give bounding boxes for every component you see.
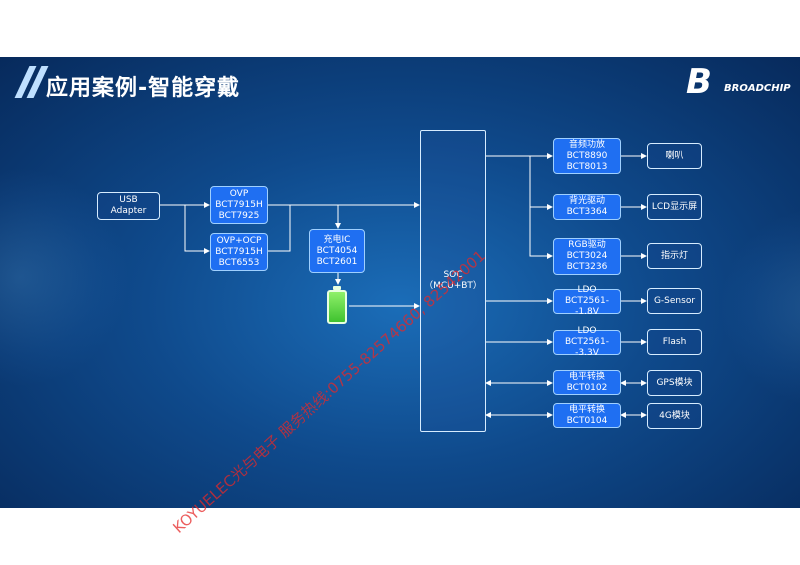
ldo-1v8-chip-box: LDO BCT2561--1.8V — [553, 285, 621, 317]
chip-part: BCT2561--3.3V — [565, 337, 609, 358]
level-shifter-0102-chip-box: 电平转换 BCT0102 — [553, 370, 621, 395]
peripheral-label: G-Sensor — [653, 295, 696, 306]
chip-part: BCT2561--1.8V — [565, 296, 609, 317]
chip-part: BCT6553 — [218, 257, 260, 268]
soc-sublabel: （MCU+BT） — [424, 281, 482, 291]
backlight-driver-chip-box: 背光驱动 BCT3364 — [553, 194, 621, 220]
chip-label: LDO — [577, 285, 597, 295]
chip-part: BCT8890 — [566, 150, 608, 161]
peripheral-label: Flash — [662, 336, 687, 347]
usb-adapter-line-2: Adapter — [110, 206, 147, 216]
indicator-light-box: 指示灯 — [647, 243, 702, 269]
level-shifter-0104-chip-box: 电平转换 BCT0104 — [553, 403, 621, 428]
flash-box: Flash — [647, 329, 702, 355]
charger-ic-box: 充电IC BCT4054 BCT2601 — [309, 229, 365, 273]
peripheral-label: LCD显示屏 — [651, 201, 698, 212]
ldo-3v3-chip-box: LDO BCT2561--3.3V — [553, 326, 621, 358]
peripheral-label: 喇叭 — [665, 150, 684, 161]
4g-module-box: 4G模块 — [647, 403, 702, 429]
audio-amp-chip-box: 音频功放 BCT8890 BCT8013 — [553, 138, 621, 174]
chip-part: BCT7915H — [215, 199, 263, 210]
ovp-chip-box: OVP BCT7915H BCT7925 — [210, 186, 268, 224]
peripheral-label: 指示灯 — [660, 250, 688, 261]
chip-part: BCT3364 — [566, 207, 608, 217]
chip-label: OVP+OCP — [216, 235, 262, 246]
speaker-box: 喇叭 — [647, 143, 702, 169]
chip-label: RGB驱动 — [568, 240, 606, 250]
broadchip-logo: B BROADCHIP — [686, 62, 791, 102]
chip-part: BCT3236 — [566, 262, 608, 272]
chip-part: BCT7925 — [218, 210, 260, 221]
gps-module-box: GPS模块 — [647, 370, 702, 396]
chip-part: BCT0102 — [566, 382, 608, 393]
chip-part: BCT2601 — [316, 256, 358, 267]
logo-text: BROADCHIP — [724, 83, 791, 94]
g-sensor-box: G-Sensor — [647, 288, 702, 314]
page-title: 应用案例-智能穿戴 — [46, 76, 241, 101]
battery-cap — [333, 286, 341, 290]
chip-part: BCT7915H — [215, 246, 263, 257]
soc-label: SOC — [443, 270, 463, 280]
logo-mark: B — [686, 62, 712, 102]
chip-label: 充电IC — [323, 234, 351, 245]
chip-label: 电平转换 — [568, 404, 605, 415]
chip-part: BCT0104 — [566, 415, 608, 426]
rgb-driver-chip-box: RGB驱动 BCT3024 BCT3236 — [553, 238, 621, 275]
chip-part: BCT4054 — [316, 245, 358, 256]
slide-background — [0, 57, 800, 508]
chip-part: BCT8013 — [566, 161, 608, 172]
chip-label: OVP — [229, 188, 249, 199]
peripheral-label: GPS模块 — [656, 377, 693, 388]
battery-icon — [327, 290, 347, 324]
chip-label: 音频功放 — [568, 139, 605, 150]
soc-box: SOC （MCU+BT） — [420, 130, 486, 432]
ovp-ocp-chip-box: OVP+OCP BCT7915H BCT6553 — [210, 233, 268, 271]
chip-label: LDO — [577, 326, 597, 336]
lcd-display-box: LCD显示屏 — [647, 194, 702, 220]
chip-label: 电平转换 — [568, 371, 605, 382]
peripheral-label: 4G模块 — [659, 410, 690, 421]
usb-adapter-line-1: USB — [119, 195, 138, 205]
usb-adapter-box: USB Adapter — [97, 192, 160, 220]
chip-part: BCT3024 — [566, 251, 608, 261]
chip-label: 背光驱动 — [568, 196, 605, 206]
